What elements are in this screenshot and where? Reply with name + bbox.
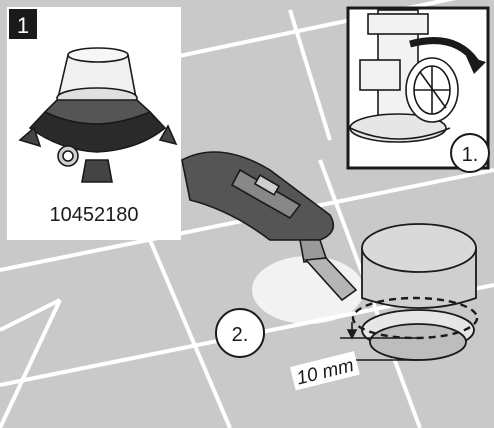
part-panel: 1 10452180 [7,7,181,240]
step-number: 1 [17,13,29,38]
drain-cylinder [361,223,477,361]
floor-drain-part-image [18,47,178,183]
rotate-arrow-head [466,56,486,74]
rotate-arrow-icon [409,37,479,65]
valve-illustration [349,9,459,143]
callout-1-circle [450,133,490,173]
callout-2-circle [215,308,265,358]
step-number-badge [9,9,37,39]
part-number: 10452180 [50,204,139,226]
oscillating-multitool-image [181,151,358,302]
inset-detail-box: 1. [346,6,490,173]
cut-line-dashed [351,296,479,340]
callout-2-label: 2. [232,324,249,346]
callout-1-label: 1. [462,144,479,166]
